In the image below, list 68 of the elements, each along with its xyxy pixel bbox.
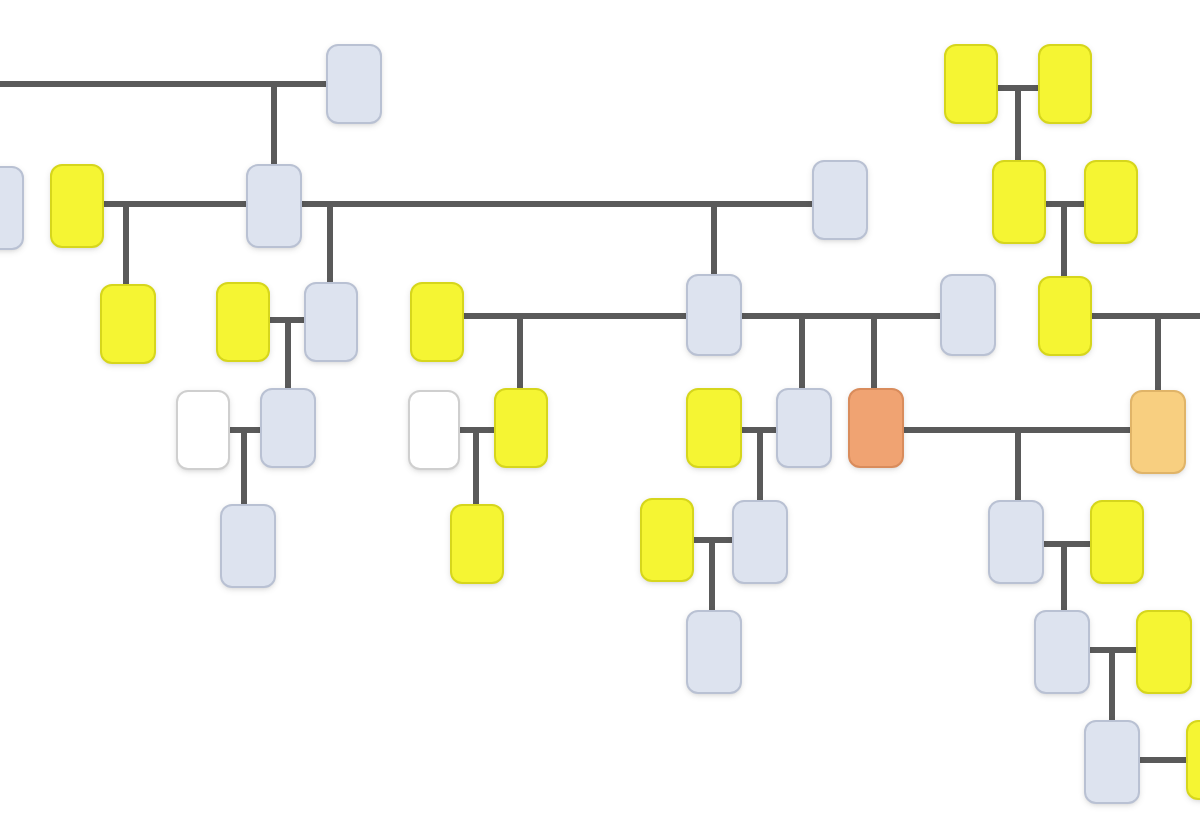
connector-line — [709, 540, 715, 610]
person-box — [944, 44, 998, 124]
person-box — [176, 390, 230, 470]
person-box — [50, 164, 104, 248]
connector-line — [1044, 541, 1090, 547]
person-box — [686, 274, 742, 356]
person-box — [848, 388, 904, 468]
connector-line — [241, 430, 247, 504]
person-box — [1038, 276, 1092, 356]
connector-line — [460, 427, 494, 433]
connector-line — [1140, 757, 1186, 763]
person-box — [216, 282, 270, 362]
connector-line — [1061, 204, 1067, 276]
person-box — [410, 282, 464, 362]
connector-line — [711, 204, 717, 274]
person-box — [686, 610, 742, 694]
connector-line — [1015, 430, 1021, 500]
person-box — [940, 274, 996, 356]
person-box — [988, 500, 1044, 584]
person-box — [1090, 500, 1144, 584]
connector-line — [904, 427, 1130, 433]
connector-line — [799, 316, 805, 388]
person-box — [776, 388, 832, 468]
connector-line — [1015, 88, 1021, 160]
person-box — [1084, 720, 1140, 804]
person-box — [100, 284, 156, 364]
connector-line — [998, 85, 1038, 91]
connector-line — [742, 427, 776, 433]
person-box — [408, 390, 460, 470]
person-box — [1034, 610, 1090, 694]
connector-line — [1109, 650, 1115, 720]
connector-line — [1046, 201, 1084, 207]
connector-line — [0, 81, 326, 87]
connector-line — [1155, 316, 1161, 390]
connector-line — [230, 427, 260, 433]
person-box — [260, 388, 316, 468]
person-box — [246, 164, 302, 248]
connector-line — [104, 201, 246, 207]
person-box — [450, 504, 504, 584]
person-box — [640, 498, 694, 582]
person-box — [304, 282, 358, 362]
connector-line — [1092, 313, 1200, 319]
person-box — [686, 388, 742, 468]
person-box — [1136, 610, 1192, 694]
connector-line — [1061, 544, 1067, 610]
connector-line — [327, 204, 333, 282]
connector-line — [1090, 647, 1136, 653]
connector-line — [271, 84, 277, 164]
person-box — [1084, 160, 1138, 244]
person-box — [326, 44, 382, 124]
connector-line — [694, 537, 732, 543]
connector-line — [757, 430, 763, 500]
connector-line — [464, 313, 686, 319]
person-box — [732, 500, 788, 584]
connector-line — [517, 316, 523, 388]
person-box — [992, 160, 1046, 244]
connector-line — [123, 204, 129, 284]
connector-line — [270, 317, 304, 323]
connector-line — [871, 316, 877, 388]
connector-line — [473, 430, 479, 504]
person-box — [494, 388, 548, 468]
connector-line — [302, 201, 812, 207]
person-box — [812, 160, 868, 240]
connector-line — [742, 313, 940, 319]
connector-line — [285, 320, 291, 388]
person-box — [1038, 44, 1092, 124]
person-box — [220, 504, 276, 588]
person-box — [1130, 390, 1186, 474]
